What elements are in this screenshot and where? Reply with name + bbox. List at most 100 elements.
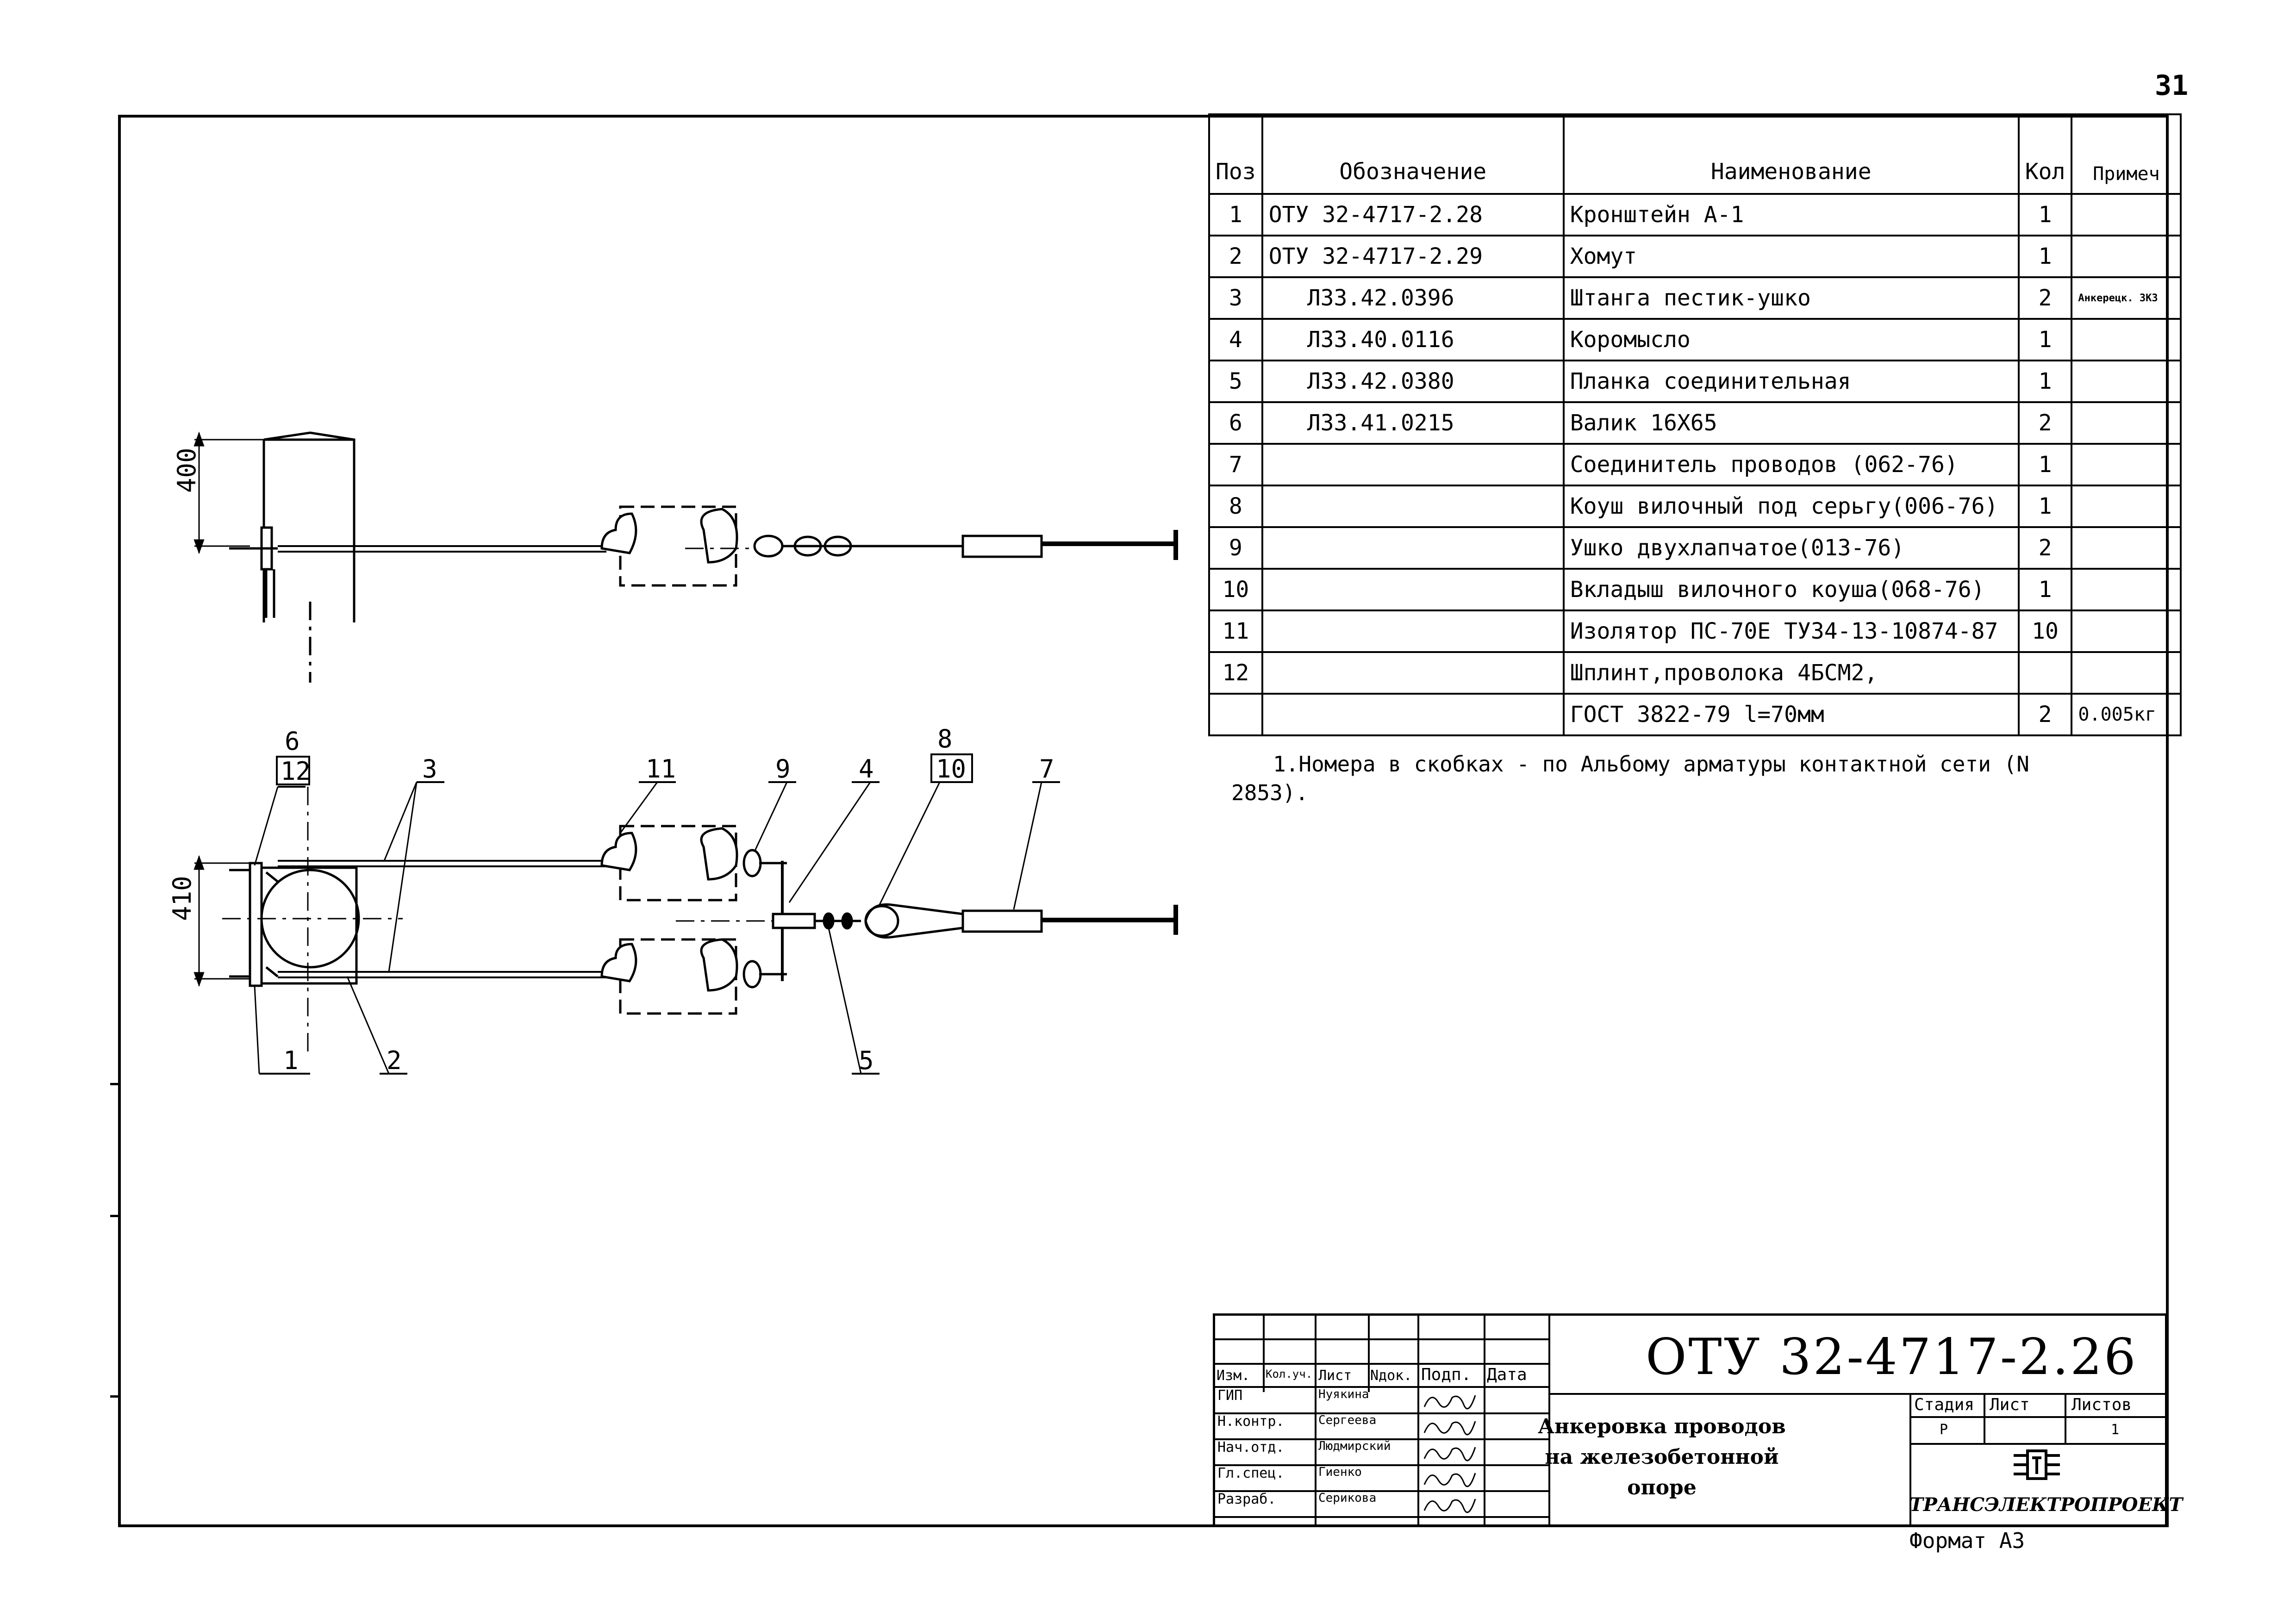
tb-sheets-label: Листов (2071, 1395, 2132, 1414)
tb-person-name: Нуякина (1318, 1387, 1369, 1401)
title-line-2: на железобетонной (1545, 1445, 1779, 1469)
cell-qty: 1 (2017, 568, 2073, 611)
cell-qty: 1 (2017, 360, 2073, 403)
frame-tick (110, 1215, 119, 1217)
tb-role: Гл.спец. (1217, 1465, 1285, 1481)
tb-person-name: Сергеева (1318, 1413, 1377, 1427)
callout-4: 4 (859, 754, 874, 784)
title-line-1: Анкеровка проводов (1538, 1415, 1786, 1438)
cell-pos: 1 (1208, 193, 1263, 236)
cell-designation (1261, 693, 1565, 736)
cell-pos: 6 (1208, 401, 1263, 445)
cell-qty: 1 (2017, 443, 2073, 486)
cell-designation: ОТУ 32-4717-2.28 (1261, 193, 1565, 236)
cell-name: Коромысло (1562, 318, 2020, 361)
cell-pos (1208, 693, 1263, 736)
spec-header-row: Поз Обозначение Наименование Кол Примеч (1208, 113, 2182, 195)
cell-qty: 1 (2017, 235, 2073, 278)
signature-icon (1423, 1395, 1476, 1410)
tb-person-name: Людмирский (1318, 1439, 1391, 1453)
tb-role: ГИП (1217, 1387, 1243, 1404)
callout-12: 12 (281, 757, 311, 786)
pole-outline-top (264, 438, 356, 622)
cell-note: 0.005кг (2071, 693, 2182, 736)
cell-pos: 3 (1208, 276, 1263, 320)
cell-pos: 7 (1208, 443, 1263, 486)
tb-role: Разраб. (1217, 1491, 1276, 1507)
cell-designation: Л33.42.0380 (1261, 360, 1565, 403)
cell-qty: 2 (2017, 276, 2073, 320)
header-qty: Кол (2017, 113, 2073, 195)
callout-2: 2 (387, 1046, 402, 1075)
tb-col-ndok: Nдок. (1370, 1368, 1412, 1384)
cell-note (2071, 526, 2182, 570)
callout-11: 11 (646, 754, 676, 784)
callout-7: 7 (1039, 754, 1054, 784)
cell-name: Ушко двухлапчатое(013-76) (1562, 526, 2020, 570)
tb-stage-value: Р (1940, 1422, 1948, 1438)
cell-designation (1261, 568, 1565, 611)
cell-designation (1261, 609, 1565, 653)
callout-1: 1 (283, 1046, 299, 1075)
cell-qty: 2 (2017, 693, 2073, 736)
organization-name: ТРАНСЭЛЕКТРОПРОЕКТ (1909, 1494, 2183, 1516)
cell-note (2071, 609, 2182, 653)
document-title: Анкеровка проводов на железобетонной опо… (1523, 1412, 1801, 1503)
cell-name: Коуш вилочный под серьгу(006-76) (1562, 485, 2020, 528)
callout-5: 5 (859, 1046, 874, 1075)
cell-name: Валик 16Х65 (1562, 401, 2020, 445)
cell-pos: 2 (1208, 235, 1263, 278)
cell-name: Штанга пестик-ушко (1562, 276, 2020, 320)
cell-note (2071, 485, 2182, 528)
sheet-number: 31 (2155, 69, 2189, 102)
tb-col-data: Дата (1487, 1365, 1527, 1384)
cell-qty (2017, 651, 2073, 695)
callout-3: 3 (422, 754, 437, 784)
frame-tick (110, 1083, 119, 1085)
cell-name: Планка соединительная (1562, 360, 2020, 403)
cell-name: ГОСТ 3822-79 l=70мм (1562, 693, 2020, 736)
cell-pos: 5 (1208, 360, 1263, 403)
tb-role: Нач.отд. (1217, 1439, 1285, 1455)
format-label: Формат А3 (1909, 1528, 2025, 1553)
tb-col-izm: Изм. (1217, 1368, 1250, 1384)
cell-designation: Л33.41.0215 (1261, 401, 1565, 445)
tb-col-podp: Подп. (1421, 1365, 1472, 1384)
dimension-top: 400 (172, 448, 201, 493)
cell-pos: 4 (1208, 318, 1263, 361)
drawing-frame (118, 115, 2169, 1527)
signature-icon (1423, 1473, 1476, 1487)
company-logo-icon (2014, 1449, 2060, 1480)
cell-pos: 11 (1208, 609, 1263, 653)
cell-qty: 1 (2017, 193, 2073, 236)
cell-qty: 1 (2017, 318, 2073, 361)
cell-pos: 12 (1208, 651, 1263, 695)
cell-note (2071, 401, 2182, 445)
tb-col-list: Лист (1318, 1368, 1352, 1384)
header-designation: Обозначение (1261, 113, 1565, 195)
cell-name: Вкладыш вилочного коуша(068-76) (1562, 568, 2020, 611)
cell-pos: 9 (1208, 526, 1263, 570)
tb-col-kol: Кол.уч. (1266, 1368, 1313, 1380)
cell-note (2071, 568, 2182, 611)
header-note: Примеч (2071, 113, 2182, 195)
note-text: 1.Номера в скобках - по Альбому арматуры… (1231, 752, 2029, 805)
cell-note (2071, 360, 2182, 403)
cell-designation (1261, 651, 1565, 695)
cell-designation (1261, 443, 1565, 486)
tb-person-name: Серикова (1318, 1491, 1377, 1505)
cell-name: Изолятор ПС-70Е ТУ34-13-10874-87 (1562, 609, 2020, 653)
callout-8: 8 (937, 724, 953, 753)
cell-note (2071, 443, 2182, 486)
